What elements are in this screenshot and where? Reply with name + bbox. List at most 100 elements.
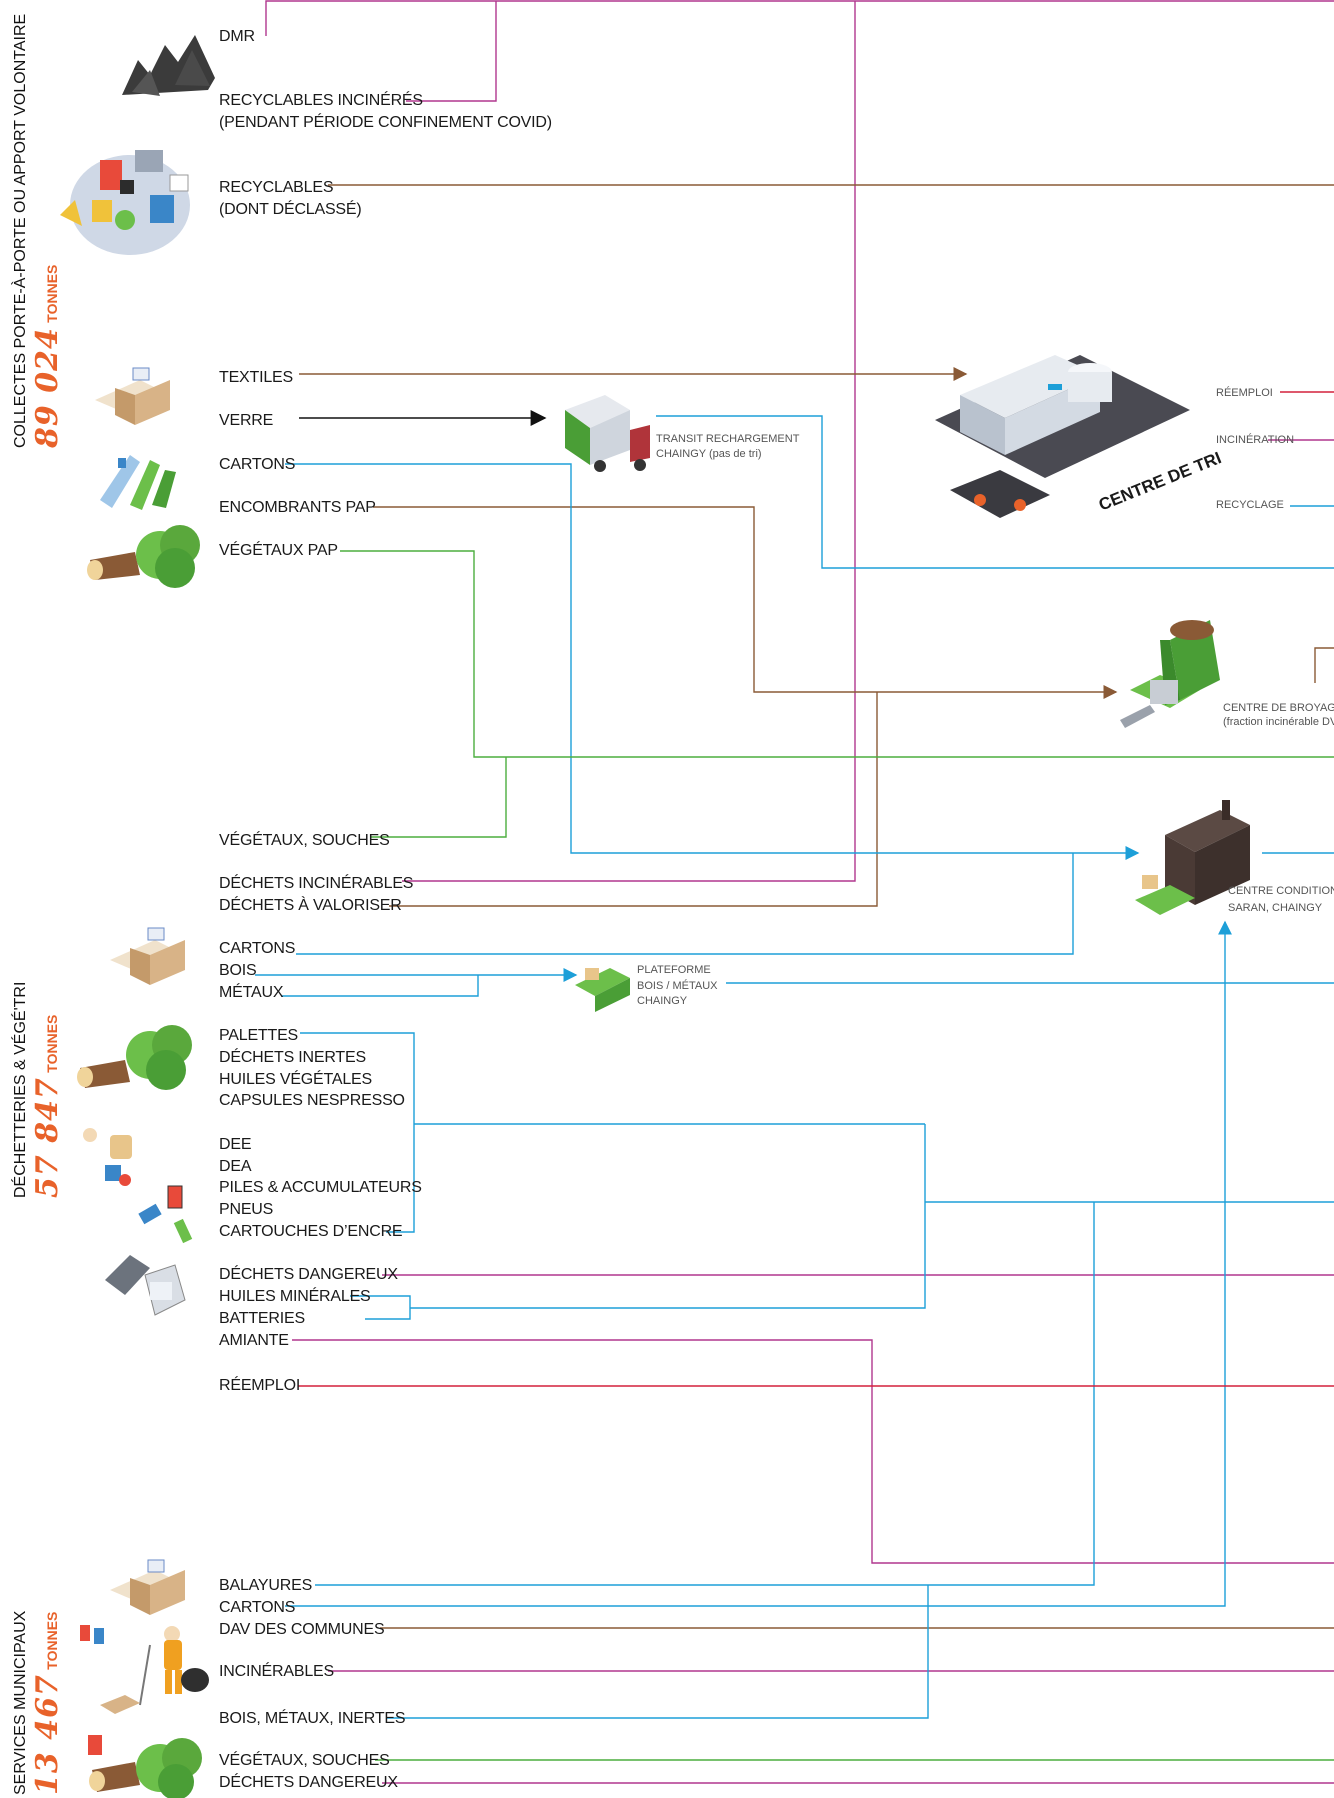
flow-cartons-mun	[285, 920, 1232, 1607]
section-decheteries-title: DÉCHETTERIES & VÉGÉ'TRI	[12, 982, 30, 1198]
label-batteries: BATTERIES	[219, 1310, 305, 1327]
section-title: SERVICES MUNICIPAUX	[12, 1610, 29, 1795]
label-verre: VERRE	[219, 412, 274, 429]
section-services-amount: 13 467 TONNES	[30, 1612, 65, 1795]
electronics-icon	[105, 1255, 186, 1316]
label-dav: DAV DES COMMUNES	[219, 1621, 385, 1638]
label-textiles: TEXTILES	[219, 369, 293, 386]
plateforme-location: CHAINGY	[637, 995, 688, 1007]
tree-stump-icon	[88, 1735, 202, 1798]
section-collectes-amount: 89 024 TONNES	[30, 265, 65, 448]
section-decheteries-amount: 57 847 TONNES	[30, 1015, 65, 1198]
label-dechets-incinerables: DÉCHETS INCINÉRABLES	[219, 875, 414, 892]
tree-stump-icon	[77, 1025, 192, 1090]
section-unit: TONNES	[44, 1014, 60, 1073]
broyage-sublabel: (fraction incinérable DVD	[1223, 716, 1334, 728]
broyage-label: CENTRE DE BROYAGE	[1223, 702, 1334, 714]
label-piles: PILES & ACCUMULATEURS	[219, 1179, 422, 1196]
label-amiante: AMIANTE	[219, 1332, 289, 1349]
conditionnement-sublabel: SARAN, CHAINGY	[1228, 902, 1323, 914]
label-bois-metaux-inertes: BOIS, MÉTAUX, INERTES	[219, 1710, 406, 1727]
label-huiles-minerales: HUILES MINÉRALES	[219, 1288, 371, 1305]
label-cartons-mun: CARTONS	[219, 1599, 296, 1616]
conditionnement-label: CENTRE CONDITIONN	[1228, 885, 1334, 897]
label-huiles-vegetales: HUILES VÉGÉTALES	[219, 1071, 373, 1088]
flow-cartons-pap	[285, 463, 1140, 860]
flow-vegetaux-souches	[370, 757, 507, 838]
label-dea: DEA	[219, 1158, 252, 1175]
label-pneus: PNEUS	[219, 1201, 274, 1218]
label-vegetaux-souches-mun: VÉGÉTAUX, SOUCHES	[219, 1752, 390, 1769]
section-unit: TONNES	[44, 1611, 60, 1670]
flow-encombrants	[373, 506, 1118, 699]
label-dee: DEE	[219, 1136, 252, 1153]
output-incineration: INCINÉRATION	[1216, 434, 1295, 446]
conditioning-plant-icon	[1135, 800, 1250, 915]
trash-bags-icon	[122, 35, 215, 96]
textile-box-icon	[110, 927, 185, 985]
flow-broyage-out	[1314, 647, 1334, 683]
label-balayures: BALAYURES	[219, 1577, 313, 1594]
output-recyclage: RECYCLAGE	[1216, 499, 1284, 511]
flow-dangereux-collector	[410, 1124, 926, 1309]
flow-balayures	[315, 1202, 1095, 1586]
label-metaux: MÉTAUX	[219, 984, 284, 1001]
section-title: COLLECTES PORTE-À-PORTE OU APPORT VOLONT…	[12, 13, 29, 448]
section-services-title: SERVICES MUNICIPAUX	[12, 1611, 30, 1795]
street-sweeper-icon	[80, 1625, 209, 1714]
label-vegetaux-souches: VÉGÉTAUX, SOUCHES	[219, 832, 390, 849]
batteries-icon	[138, 1185, 193, 1244]
conveyor-icon	[575, 968, 630, 1012]
textile-box-icon	[95, 367, 170, 425]
label-capsules: CAPSULES NESPRESSO	[219, 1092, 405, 1109]
glass-bottles-icon	[100, 455, 176, 510]
label-recyclables-note: (DONT DÉCLASSÉ)	[219, 201, 362, 218]
garbage-truck-icon	[565, 395, 650, 472]
label-recyclables-incineres-note: (PENDANT PÉRIODE CONFINEMENT COVID)	[219, 114, 552, 131]
label-dmr: DMR	[219, 28, 255, 45]
plateforme-sublabel: BOIS / MÉTAUX	[637, 980, 718, 992]
flow-dechets-valoriser	[389, 692, 878, 907]
flow-vegetaux-pap	[340, 550, 1334, 758]
plateforme-label: PLATEFORME	[637, 964, 711, 976]
flow-bois-metaux	[386, 1585, 929, 1719]
flow-recy-incineres	[406, 1, 497, 102]
label-recyclables-incineres: RECYCLABLES INCINÉRÉS	[219, 92, 423, 109]
sorting-plant-icon	[935, 355, 1190, 518]
label-reemploi: RÉEMPLOI	[219, 1377, 301, 1394]
flow-amiante	[292, 1339, 1334, 1564]
section-unit: TONNES	[44, 264, 60, 323]
flow-transit-out	[656, 415, 1334, 569]
tree-stump-icon	[87, 525, 200, 588]
flow-dechets-incinerables	[402, 1, 856, 882]
shredder-icon	[1120, 620, 1220, 728]
section-amount: 13 467	[30, 1674, 65, 1795]
section-title: DÉCHETTERIES & VÉGÉ'TRI	[12, 981, 29, 1198]
flow-dmr	[265, 0, 1334, 36]
section-amount: 89 024	[30, 327, 65, 448]
transit-sublabel: CHAINGY (pas de tri)	[656, 448, 762, 460]
label-cartons-dech: CARTONS	[219, 940, 296, 957]
flow-metaux	[281, 975, 479, 997]
label-cartouches: CARTOUCHES D’ENCRE	[219, 1223, 403, 1240]
label-dechets-valoriser: DÉCHETS À VALORISER	[219, 897, 402, 914]
label-recyclables: RECYCLABLES	[219, 179, 334, 196]
appliances-icon	[83, 1128, 132, 1186]
recyclables-pile-icon	[60, 150, 190, 255]
flow-palettes-group	[300, 1032, 415, 1233]
label-palettes: PALETTES	[219, 1027, 299, 1044]
label-cartons-pap: CARTONS	[219, 456, 296, 473]
label-dechets-dangereux-mun: DÉCHETS DANGEREUX	[219, 1774, 398, 1791]
label-vegetaux-pap: VÉGÉTAUX PAP	[219, 542, 338, 559]
label-bois: BOIS	[219, 962, 257, 979]
transit-label: TRANSIT RECHARGEMENT	[656, 433, 800, 445]
label-encombrants: ENCOMBRANTS PAP	[219, 499, 376, 516]
section-collectes-title: COLLECTES PORTE-À-PORTE OU APPORT VOLONT…	[12, 14, 30, 448]
label-incinerables: INCINÉRABLES	[219, 1663, 334, 1680]
label-inertes: DÉCHETS INERTES	[219, 1049, 366, 1066]
textile-box-icon	[110, 1559, 185, 1615]
output-reemploi: RÉEMPLOI	[1216, 387, 1273, 399]
